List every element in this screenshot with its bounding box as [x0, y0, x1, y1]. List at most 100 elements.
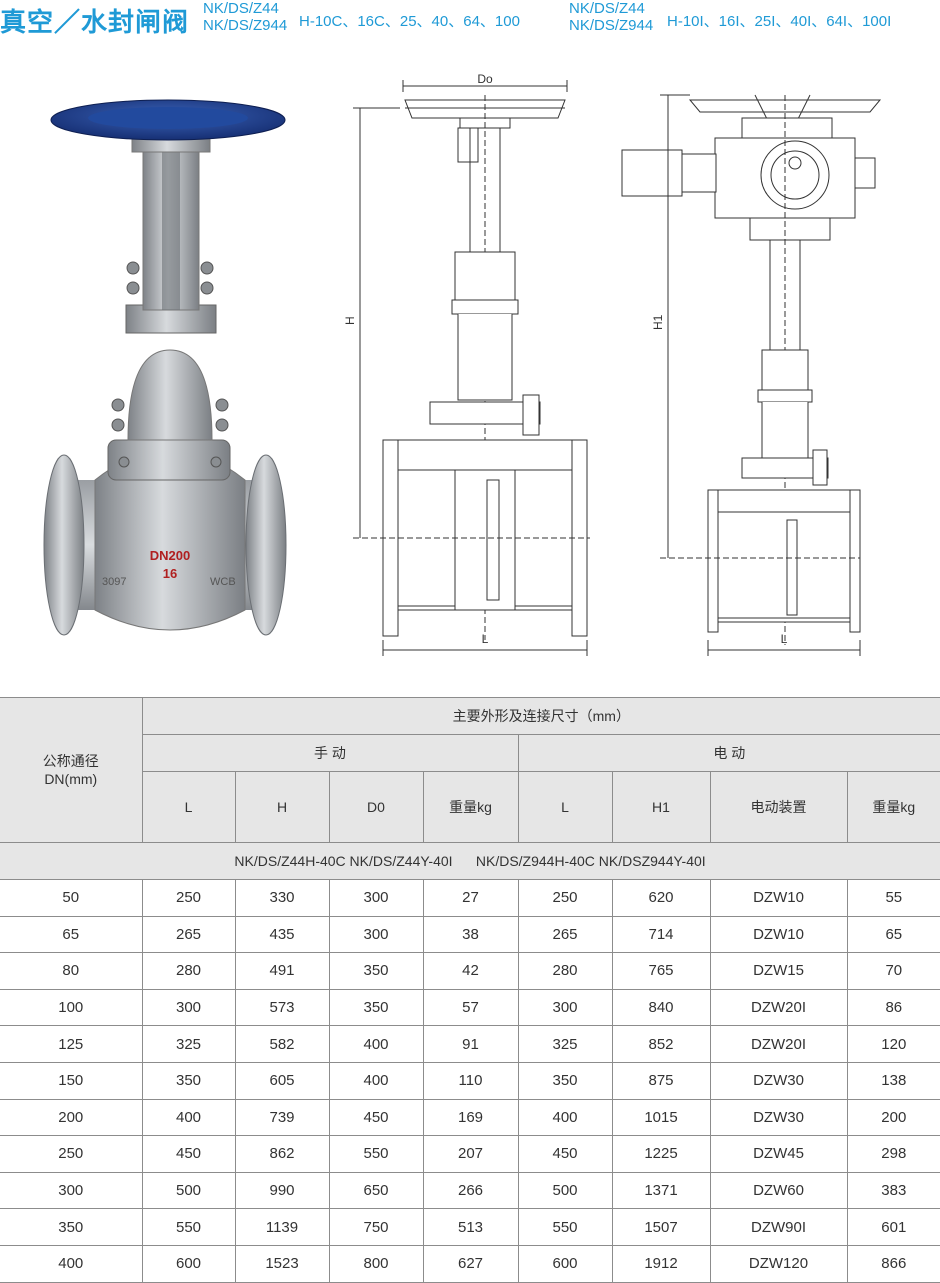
cell-actuator: DZW10 [709, 879, 848, 917]
cell-electric-h1: 765 [611, 952, 711, 990]
cell-dn: 50 [0, 879, 143, 917]
right-flange [245, 454, 287, 636]
d0-label: Do [477, 72, 493, 86]
cell-manual-weight: 207 [422, 1135, 519, 1173]
cell-manual-weight: 91 [422, 1025, 519, 1063]
cell-manual-weight: 627 [422, 1244, 519, 1283]
series-note: NK/DS/Z44H-40C NK/DS/Z44Y-40I NK/DS/Z944… [0, 842, 940, 880]
cell-electric-h1: 1507 [611, 1208, 711, 1246]
cell-actuator: DZW45 [709, 1135, 848, 1173]
handwheel-hub [88, 107, 248, 129]
cell-dn: 300 [0, 1171, 143, 1210]
cell-actuator: DZW60 [709, 1171, 848, 1210]
pressure-grades-a: H-10C、16C、25、40、64、100 [299, 13, 520, 30]
cell-manual-l: 550 [141, 1208, 236, 1246]
cell-manual-weight: 57 [422, 988, 519, 1027]
cell-electric-l: 280 [517, 952, 613, 990]
cell-electric-l: 350 [517, 1061, 613, 1100]
cell-manual-weight: 27 [422, 879, 519, 917]
cell-electric-weight: 120 [846, 1025, 940, 1063]
cell-electric-l: 250 [517, 879, 613, 917]
cell-manual-l: 250 [141, 879, 236, 917]
electric-header: 电 动 [517, 734, 940, 772]
cell-manual-l: 600 [141, 1244, 236, 1283]
cell-manual-weight: 513 [422, 1208, 519, 1246]
cell-manual-h: 573 [234, 988, 330, 1027]
cell-manual-h: 1139 [234, 1208, 330, 1246]
model-code-a: NK/DS/Z44 NK/DS/Z944 [203, 0, 287, 34]
cell-manual-weight: 110 [422, 1061, 519, 1100]
cell-manual-l: 450 [141, 1135, 236, 1173]
cell-dn: 150 [0, 1061, 143, 1100]
electric-valve-drawing: H1 L [621, 94, 882, 656]
cell-electric-h1: 1015 [611, 1098, 711, 1137]
cell-actuator: DZW20I [709, 988, 848, 1027]
manual-valve-drawing: Do H L [343, 72, 590, 656]
left-flange [43, 454, 85, 636]
cell-actuator: DZW10 [709, 915, 848, 954]
cell-electric-l: 450 [517, 1135, 613, 1173]
cell-electric-weight: 601 [846, 1208, 940, 1246]
cell-manual-d0: 450 [328, 1098, 424, 1137]
product-title: 真空／水封闸阀 [0, 7, 190, 37]
model-code-a1: NK/DS/Z44 [203, 0, 279, 17]
cast-marking-right: WCB [210, 576, 236, 588]
cell-manual-weight: 266 [422, 1171, 519, 1210]
cell-electric-l: 265 [517, 915, 613, 954]
h1-label: H1 [651, 314, 665, 330]
pressure-grades-b: H-10I、16I、25I、40I、64I、100I [667, 13, 892, 30]
cell-manual-d0: 650 [328, 1171, 424, 1210]
cell-electric-h1: 852 [611, 1025, 711, 1063]
cell-manual-d0: 350 [328, 988, 424, 1027]
cell-manual-h: 491 [234, 952, 330, 990]
cell-manual-d0: 550 [328, 1135, 424, 1173]
cell-manual-h: 1523 [234, 1244, 330, 1283]
col-header-actuator: 电动装置 [709, 771, 848, 843]
cell-electric-h1: 620 [611, 879, 711, 917]
cell-manual-d0: 350 [328, 952, 424, 990]
h-label: H [343, 316, 357, 325]
cell-manual-l: 300 [141, 988, 236, 1027]
cell-manual-d0: 400 [328, 1025, 424, 1063]
cell-electric-weight: 70 [846, 952, 940, 990]
col-header-manual-weight: 重量kg [422, 771, 519, 843]
cell-actuator: DZW15 [709, 952, 848, 990]
cell-actuator: DZW120 [709, 1244, 848, 1283]
cell-manual-d0: 300 [328, 915, 424, 954]
cell-dn: 125 [0, 1025, 143, 1063]
col-header-manual-h: H [234, 771, 330, 843]
cell-manual-d0: 300 [328, 879, 424, 917]
cell-manual-weight: 38 [422, 915, 519, 954]
bolts [111, 261, 229, 468]
pressure-marking: 16 [163, 566, 177, 581]
cell-manual-l: 280 [141, 952, 236, 990]
cell-actuator: DZW90I [709, 1208, 848, 1246]
cell-electric-l: 500 [517, 1171, 613, 1210]
cell-electric-weight: 200 [846, 1098, 940, 1137]
col-header-electric-h1: H1 [611, 771, 711, 843]
dimension-table: 公称通径 DN(mm) 主要外形及连接尺寸（mm） 手 动 电 动 L H D0… [0, 697, 940, 1283]
cell-manual-d0: 800 [328, 1244, 424, 1283]
cell-manual-h: 330 [234, 879, 330, 917]
title-bar: 真空／水封闸阀 NK/DS/Z44 NK/DS/Z944 H-10C、16C、2… [0, 0, 940, 40]
manual-header: 手 动 [142, 734, 519, 772]
valve-photo: DN200 16 3097 WCB [43, 99, 287, 636]
cell-manual-l: 325 [141, 1025, 236, 1063]
cell-manual-l: 265 [141, 915, 236, 954]
cell-manual-h: 739 [234, 1098, 330, 1137]
cell-manual-d0: 400 [328, 1061, 424, 1100]
cell-dn: 200 [0, 1098, 143, 1137]
cell-electric-weight: 86 [846, 988, 940, 1027]
cell-electric-h1: 875 [611, 1061, 711, 1100]
cell-electric-weight: 65 [846, 915, 940, 954]
cell-dn: 80 [0, 952, 143, 990]
col-header-electric-weight: 重量kg [846, 771, 940, 843]
cell-actuator: DZW20I [709, 1025, 848, 1063]
col-header-manual-d0: D0 [328, 771, 424, 843]
